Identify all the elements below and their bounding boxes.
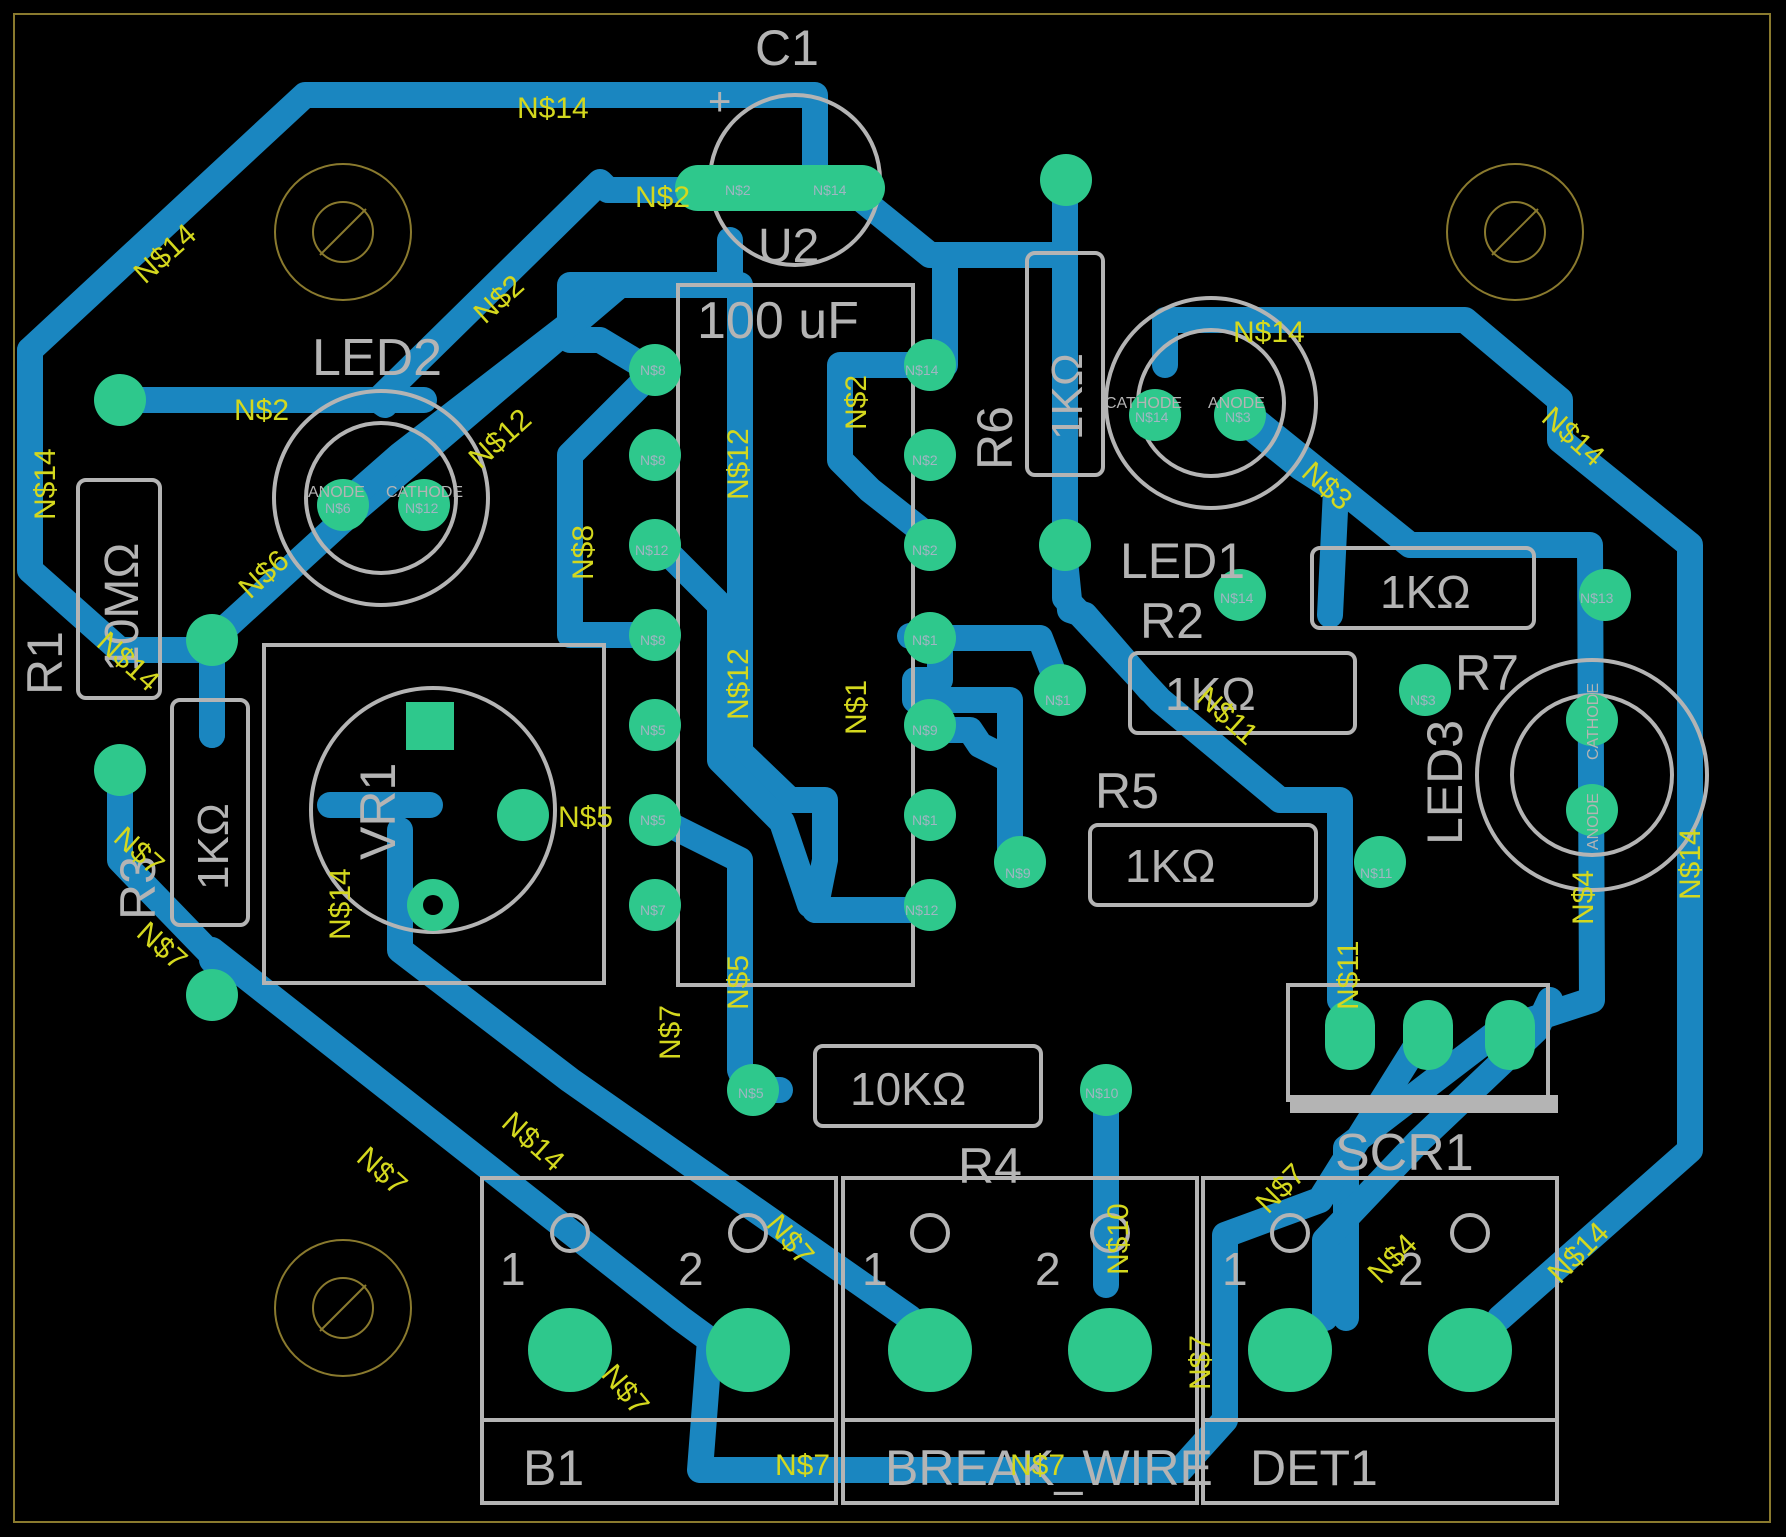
label-r2: R2 [1140,593,1204,649]
label-r5: R5 [1095,763,1159,819]
label-led1: LED1 [1120,533,1245,589]
pad-label: N$8 [640,452,666,468]
det1-pin1: 1 [1222,1243,1248,1295]
pad-label: N$12 [635,542,669,558]
net-label: N$1 [840,680,873,735]
label-r2-value: 1KΩ [1380,566,1471,618]
pad-label: N$14 [1135,409,1169,425]
pad-label: N$7 [640,902,666,918]
net-label: N$12 [722,648,755,720]
det1-pin2: 2 [1398,1243,1424,1295]
net-label: N$14 [1674,828,1707,900]
pad-label: N$14 [813,182,847,198]
b1-pin2: 2 [678,1243,704,1295]
b1-pin1: 1 [500,1243,526,1295]
label-det1: DET1 [1250,1440,1378,1496]
pad-label: N$5 [640,812,666,828]
label-break-wire: BREAK_WIRE [885,1440,1213,1496]
label-r5-value: 1KΩ [1125,840,1216,892]
net-label: N$14 [324,868,357,940]
label-r4-value: 10KΩ [850,1063,966,1115]
label-r4: R4 [958,1138,1022,1194]
label-c1: C1 [755,20,819,76]
pad-label: N$14 [905,362,939,378]
net-label: N$7 [775,1449,830,1482]
pad-label: N$1 [912,812,938,828]
led3-cathode: CATHODE [1585,683,1602,760]
net-label: N$2 [468,269,531,330]
led1-anode: ANODE [1208,395,1265,412]
net-label: N$14 [517,92,589,125]
pad-label: N$13 [1580,590,1614,606]
part-labels: C1 + U2 100 uF LED2 LED1 R2 R7 R5 R4 SCR… [17,20,1602,1496]
led2-cathode: CATHODE [386,484,463,501]
mounting-holes [274,163,1584,1377]
pad-label: N$9 [912,722,938,738]
pad-label: N$12 [405,500,439,516]
net-label: N$7 [1010,1449,1065,1482]
net-label: N$2 [840,375,873,430]
led2-anode: ANODE [308,484,365,501]
label-r7: R7 [1455,645,1519,701]
pad-label: N$12 [905,902,939,918]
net-label: N$11 [1332,941,1365,1011]
label-c1-value: 100 uF [697,292,859,350]
label-led2: LED2 [312,329,442,387]
pad-label: N$9 [1005,865,1031,881]
pad-label: N$5 [640,722,666,738]
net-label: N$4 [1567,870,1600,925]
net-label: N$8 [567,525,600,580]
net-label: N$14 [1233,316,1305,349]
net-label: N$2 [234,394,289,427]
net-label: N$7 [350,1141,413,1202]
pad-label: N$3 [1225,409,1251,425]
label-r3-value: 1KΩ [189,803,238,890]
pad-label: N$6 [325,500,351,516]
led3-anode: ANODE [1585,793,1602,850]
net-label: N$10 [1102,1203,1135,1275]
net-label: N$7 [654,1005,687,1060]
label-c1-plus: + [708,80,731,124]
label-r6: R6 [967,406,1023,470]
pad-label: N$8 [640,632,666,648]
net-label: N$12 [722,428,755,500]
pad-label: N$1 [912,632,938,648]
pad-label: N$2 [912,452,938,468]
pad-label: N$14 [1220,590,1254,606]
led1-cathode: CATHODE [1105,395,1182,412]
pad-label: N$8 [640,362,666,378]
pad-label: N$5 [738,1085,764,1101]
pads [94,154,1631,1392]
pad-label: N$10 [1085,1085,1119,1101]
net-label: N$5 [558,801,613,834]
label-r6-value: 1KΩ [1043,353,1092,440]
label-scr1: SCR1 [1335,1124,1474,1182]
net-label: N$5 [722,955,755,1010]
pad-label: N$2 [725,182,751,198]
pad-net-labels: N$2 N$14 N$8 N$8 N$12 N$8 N$5 N$5 N$7 N$… [325,182,1614,1101]
bw-pin2: 2 [1035,1243,1061,1295]
board-outline [13,13,1771,1523]
label-r1: R1 [17,631,73,695]
label-r3: R3 [110,856,166,920]
label-led3: LED3 [1417,720,1473,845]
label-vr1: VR1 [350,763,406,860]
net-label: N$2 [635,181,690,214]
label-r1-value: 10MΩ [96,543,149,672]
pad-label: N$11 [1360,865,1393,881]
pad-label: N$3 [1410,692,1436,708]
net-label: N$7 [1184,1335,1217,1390]
net-label: N$14 [29,448,62,520]
label-b1: B1 [523,1440,584,1496]
pad-label: N$1 [1045,692,1071,708]
label-u2: U2 [758,220,819,273]
bw-pin1: 1 [862,1243,888,1295]
label-r7-value: 1KΩ [1165,668,1256,720]
pad-label: N$2 [912,542,938,558]
